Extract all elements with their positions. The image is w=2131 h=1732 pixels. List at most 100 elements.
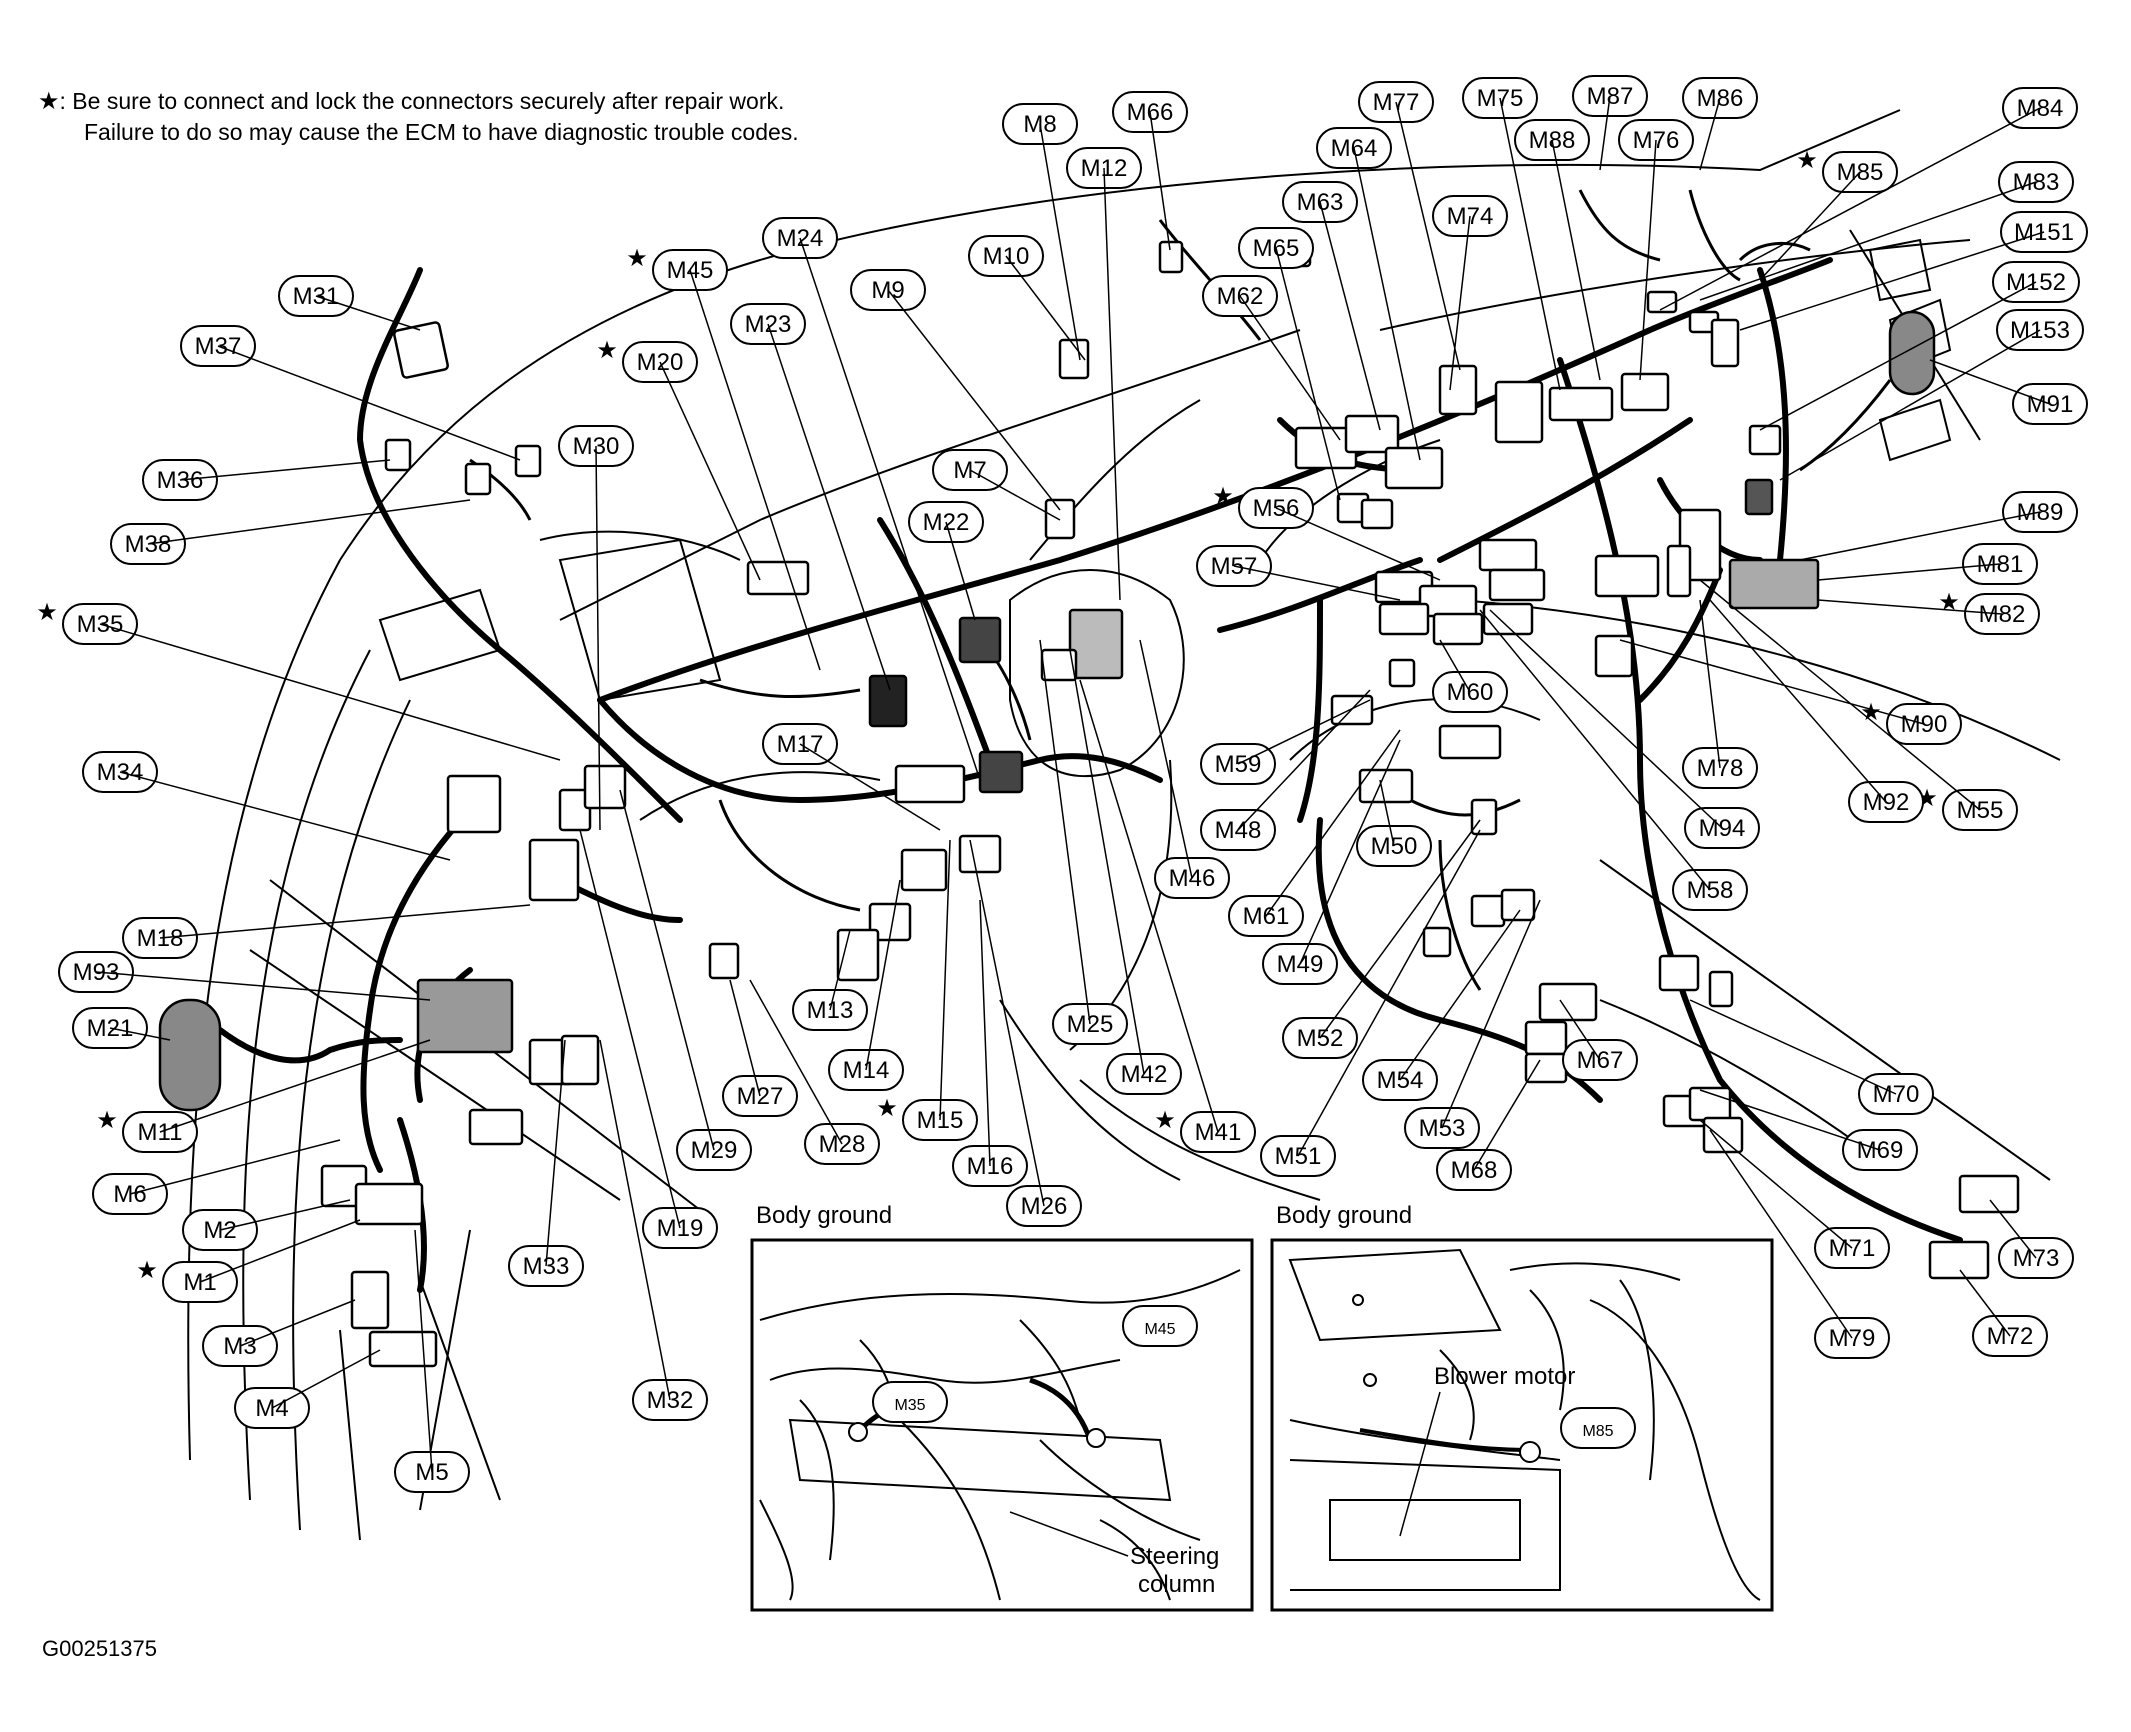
connector-label-m37: M37	[180, 325, 256, 367]
leader-line-m68	[1473, 1059, 1541, 1171]
label-text: M79	[1829, 1325, 1876, 1352]
label-text: M41	[1195, 1119, 1242, 1146]
inset-left-title: Body ground	[756, 1202, 893, 1229]
leader-line-m75	[1499, 97, 1561, 391]
label-text: M1	[183, 1269, 216, 1296]
connector-label-m20: M20★	[596, 337, 698, 383]
leader-line-m2	[219, 1199, 351, 1231]
star-icon: ★	[1796, 147, 1818, 174]
connector-label-m49: M49	[1262, 943, 1338, 985]
leader-line-m27	[729, 979, 761, 1097]
label-text: M73	[2013, 1245, 2060, 1272]
leader-line-m79	[1709, 1129, 1853, 1339]
leader-line-m42	[1069, 649, 1145, 1075]
leader-line-m49	[1299, 739, 1401, 965]
label-text: M2	[203, 1217, 236, 1244]
leader-line-m71	[1699, 1119, 1853, 1249]
leader-line-m1	[199, 1219, 361, 1283]
leader-line-m72	[1959, 1269, 2011, 1337]
connector-label-m93: M93	[58, 951, 134, 993]
leader-line-m87	[1599, 95, 1611, 171]
leader-line-m90	[1619, 639, 1925, 725]
connector-label-m82: M82★	[1938, 589, 2040, 635]
label-text: M32	[647, 1387, 694, 1414]
star-icon: ★	[1154, 1107, 1176, 1134]
label-text: M72	[1987, 1323, 2034, 1350]
leader-line-m86	[1699, 97, 1721, 171]
leader-line-m29	[619, 789, 715, 1151]
leader-line-m66	[1149, 111, 1171, 251]
label-bubble	[1122, 1305, 1198, 1347]
label-text: M18	[137, 925, 184, 952]
label-text: M36	[157, 467, 204, 494]
connector-label-m13: M13	[792, 989, 868, 1031]
leader-line-m73	[1989, 1199, 2037, 1259]
leader-line-m10	[1005, 255, 1086, 361]
leader-line-m4	[271, 1349, 381, 1409]
leader-line-m81	[1817, 563, 2001, 581]
label-text: M38	[125, 531, 172, 558]
leader-line-m85	[1759, 171, 1861, 281]
label-text: M92	[1863, 789, 1910, 816]
leader-line-m22	[945, 521, 976, 621]
label-text: M29	[691, 1137, 738, 1164]
connector-label-m15: M15★	[876, 1095, 978, 1141]
leader-line-m32	[599, 1039, 671, 1401]
leader-line-m58	[1479, 609, 1711, 891]
leader-line-m91	[1929, 359, 2051, 405]
leader-line-m9	[887, 289, 1061, 511]
label-bubble	[1052, 1003, 1128, 1045]
leader-line-m76	[1639, 139, 1657, 381]
leader-line-m84	[1659, 107, 2041, 311]
label-text: M48	[1215, 817, 1262, 844]
label-text: M35	[894, 1397, 925, 1414]
label-text: M25	[1067, 1011, 1114, 1038]
star-icon: ★	[1938, 589, 1960, 616]
leader-line-m78	[1699, 599, 1721, 769]
figure-id: G00251375	[42, 1636, 157, 1661]
leader-line-m46	[1139, 639, 1193, 879]
leader-line-m89	[1799, 511, 2041, 561]
connector-label-m25: M25	[1052, 1003, 1128, 1045]
label-text: M6	[113, 1181, 146, 1208]
leader-line-m45	[689, 269, 821, 671]
label-text: M53	[1419, 1115, 1466, 1142]
steering-column-label-2: column	[1138, 1571, 1215, 1598]
leader-line-m93	[95, 971, 431, 1001]
connector-label-m35: M35★	[36, 599, 138, 645]
repair-note: ★: Be sure to connect and lock the conne…	[38, 86, 799, 147]
connector-label-m45: M45★	[626, 245, 728, 291]
leader-line-m5	[414, 1229, 433, 1473]
leader-line-m41	[1079, 679, 1219, 1133]
leader-line-m64	[1353, 147, 1421, 461]
leader-line-m151	[1739, 231, 2045, 331]
star-icon: ★	[626, 245, 648, 272]
star-icon: ★	[1860, 699, 1882, 726]
leader-line-m52	[1319, 819, 1481, 1039]
connector-label-m90: M90★	[1860, 699, 1962, 745]
leader-line-m152	[1759, 281, 2037, 431]
label-text: M61	[1243, 903, 1290, 930]
connector-label-m85: M85★	[1796, 147, 1898, 193]
leader-line-m11	[159, 1039, 431, 1133]
label-text: M60	[1447, 679, 1494, 706]
inset-left-label-m45: M45	[1122, 1305, 1198, 1347]
leader-line-m51	[1297, 829, 1481, 1157]
leader-line-m18	[159, 904, 531, 939]
label-text: M42	[1121, 1061, 1168, 1088]
leader-line-m6	[129, 1139, 341, 1195]
label-text: M55	[1957, 797, 2004, 824]
star-icon: ★	[136, 1257, 158, 1284]
repair-note-line-1: ★: Be sure to connect and lock the conne…	[38, 86, 799, 117]
leader-line-m7	[969, 469, 1061, 521]
leader-line-m56	[1275, 507, 1441, 581]
connector-label-m11: M11★	[96, 1107, 198, 1153]
leader-lines	[95, 95, 2051, 1473]
leader-line-m12	[1103, 167, 1121, 601]
leader-line-m94	[1489, 609, 1723, 829]
wire-branches	[469, 189, 1892, 991]
label-text: M71	[1829, 1235, 1876, 1262]
steering-column-label-1: Steering	[1130, 1543, 1219, 1570]
label-text: M78	[1697, 755, 1744, 782]
